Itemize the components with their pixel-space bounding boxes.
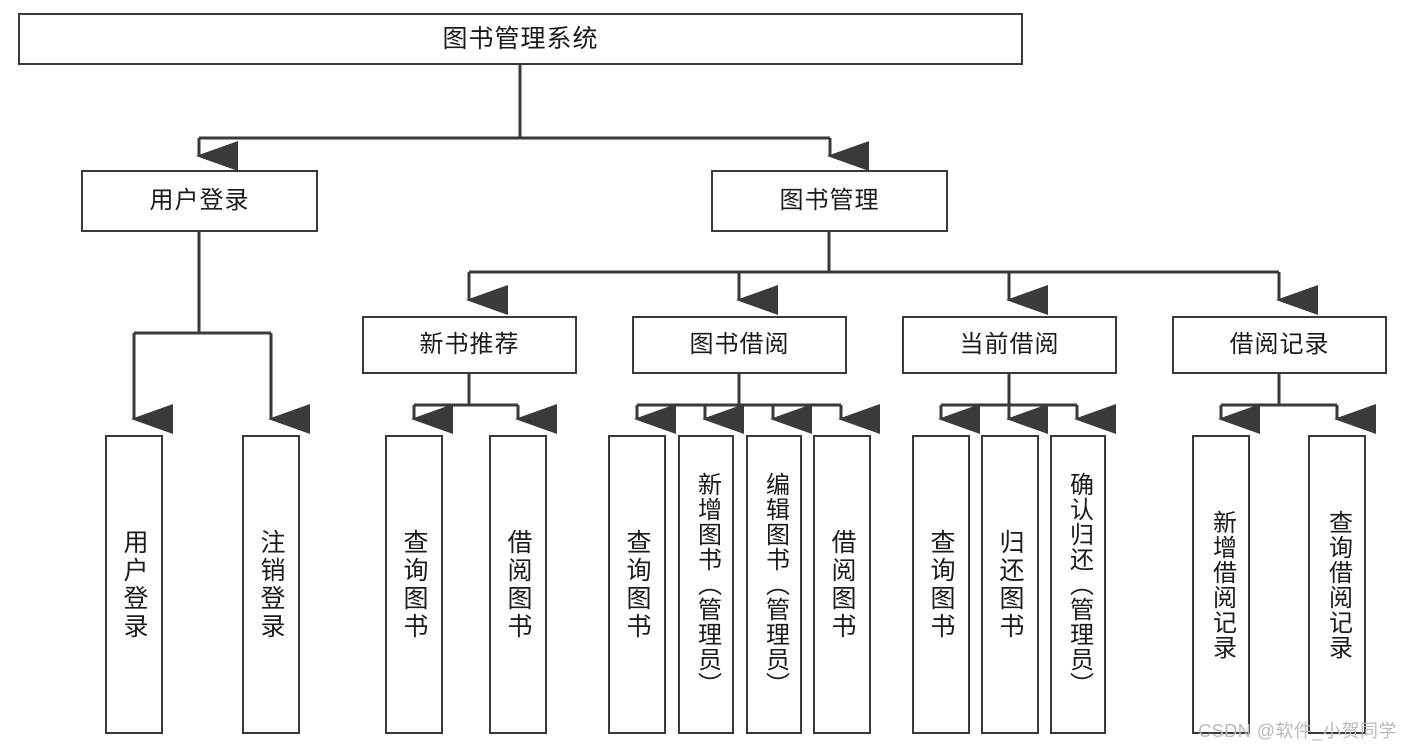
leaf-query-book-3[interactable]: 查询图书 xyxy=(912,435,970,734)
node-user-login[interactable]: 用户登录 xyxy=(81,170,318,232)
leaf-edit-book[interactable]: 编辑图书（管理员） xyxy=(746,435,802,734)
node-new-book-rec-label: 新书推荐 xyxy=(419,331,520,359)
leaf-add-record-label: 新增借阅记录 xyxy=(1208,509,1236,660)
leaf-query-book-3-label: 查询图书 xyxy=(927,528,955,641)
node-user-login-label: 用户登录 xyxy=(149,187,250,215)
leaf-query-book-2[interactable]: 查询图书 xyxy=(608,435,666,734)
leaf-query-record-label: 查询借阅记录 xyxy=(1324,509,1352,660)
leaf-query-book-2-label: 查询图书 xyxy=(623,528,651,641)
node-current-borrow[interactable]: 当前借阅 xyxy=(902,316,1117,374)
leaf-user-logout-label: 注销登录 xyxy=(257,528,285,641)
leaf-borrow-book-1-label: 借阅图书 xyxy=(504,528,532,641)
node-book-borrow-label: 图书借阅 xyxy=(689,331,790,359)
leaf-borrow-book-1[interactable]: 借阅图书 xyxy=(489,435,547,734)
node-book-borrow[interactable]: 图书借阅 xyxy=(632,316,847,374)
node-borrow-record[interactable]: 借阅记录 xyxy=(1172,316,1387,374)
csdn-watermark: CSDN @软件_小贺同学 xyxy=(1198,721,1397,741)
leaf-query-record[interactable]: 查询借阅记录 xyxy=(1308,435,1366,734)
leaf-user-login-label: 用户登录 xyxy=(120,528,148,641)
leaf-add-book[interactable]: 新增图书（管理员） xyxy=(678,435,734,734)
leaf-confirm-return[interactable]: 确认归还（管理员） xyxy=(1050,435,1106,734)
node-new-book-rec[interactable]: 新书推荐 xyxy=(362,316,577,374)
leaf-add-book-label: 新增图书（管理员） xyxy=(693,472,721,697)
node-current-borrow-label: 当前借阅 xyxy=(959,331,1060,359)
leaf-borrow-book-2-label: 借阅图书 xyxy=(828,528,856,641)
leaf-return-book[interactable]: 归还图书 xyxy=(981,435,1039,734)
node-root-label: 图书管理系统 xyxy=(442,24,599,53)
node-root[interactable]: 图书管理系统 xyxy=(18,13,1023,65)
node-book-manage-label: 图书管理 xyxy=(779,187,880,215)
leaf-return-book-label: 归还图书 xyxy=(996,528,1024,641)
leaf-user-logout[interactable]: 注销登录 xyxy=(242,435,300,734)
leaf-query-book-1-label: 查询图书 xyxy=(400,528,428,641)
node-book-manage[interactable]: 图书管理 xyxy=(711,170,948,232)
leaf-confirm-return-label: 确认归还（管理员） xyxy=(1065,472,1093,697)
node-borrow-record-label: 借阅记录 xyxy=(1229,331,1330,359)
leaf-user-login[interactable]: 用户登录 xyxy=(105,435,163,734)
leaf-add-record[interactable]: 新增借阅记录 xyxy=(1192,435,1250,734)
leaf-borrow-book-2[interactable]: 借阅图书 xyxy=(813,435,871,734)
leaf-edit-book-label: 编辑图书（管理员） xyxy=(761,472,789,697)
leaf-query-book-1[interactable]: 查询图书 xyxy=(385,435,443,734)
